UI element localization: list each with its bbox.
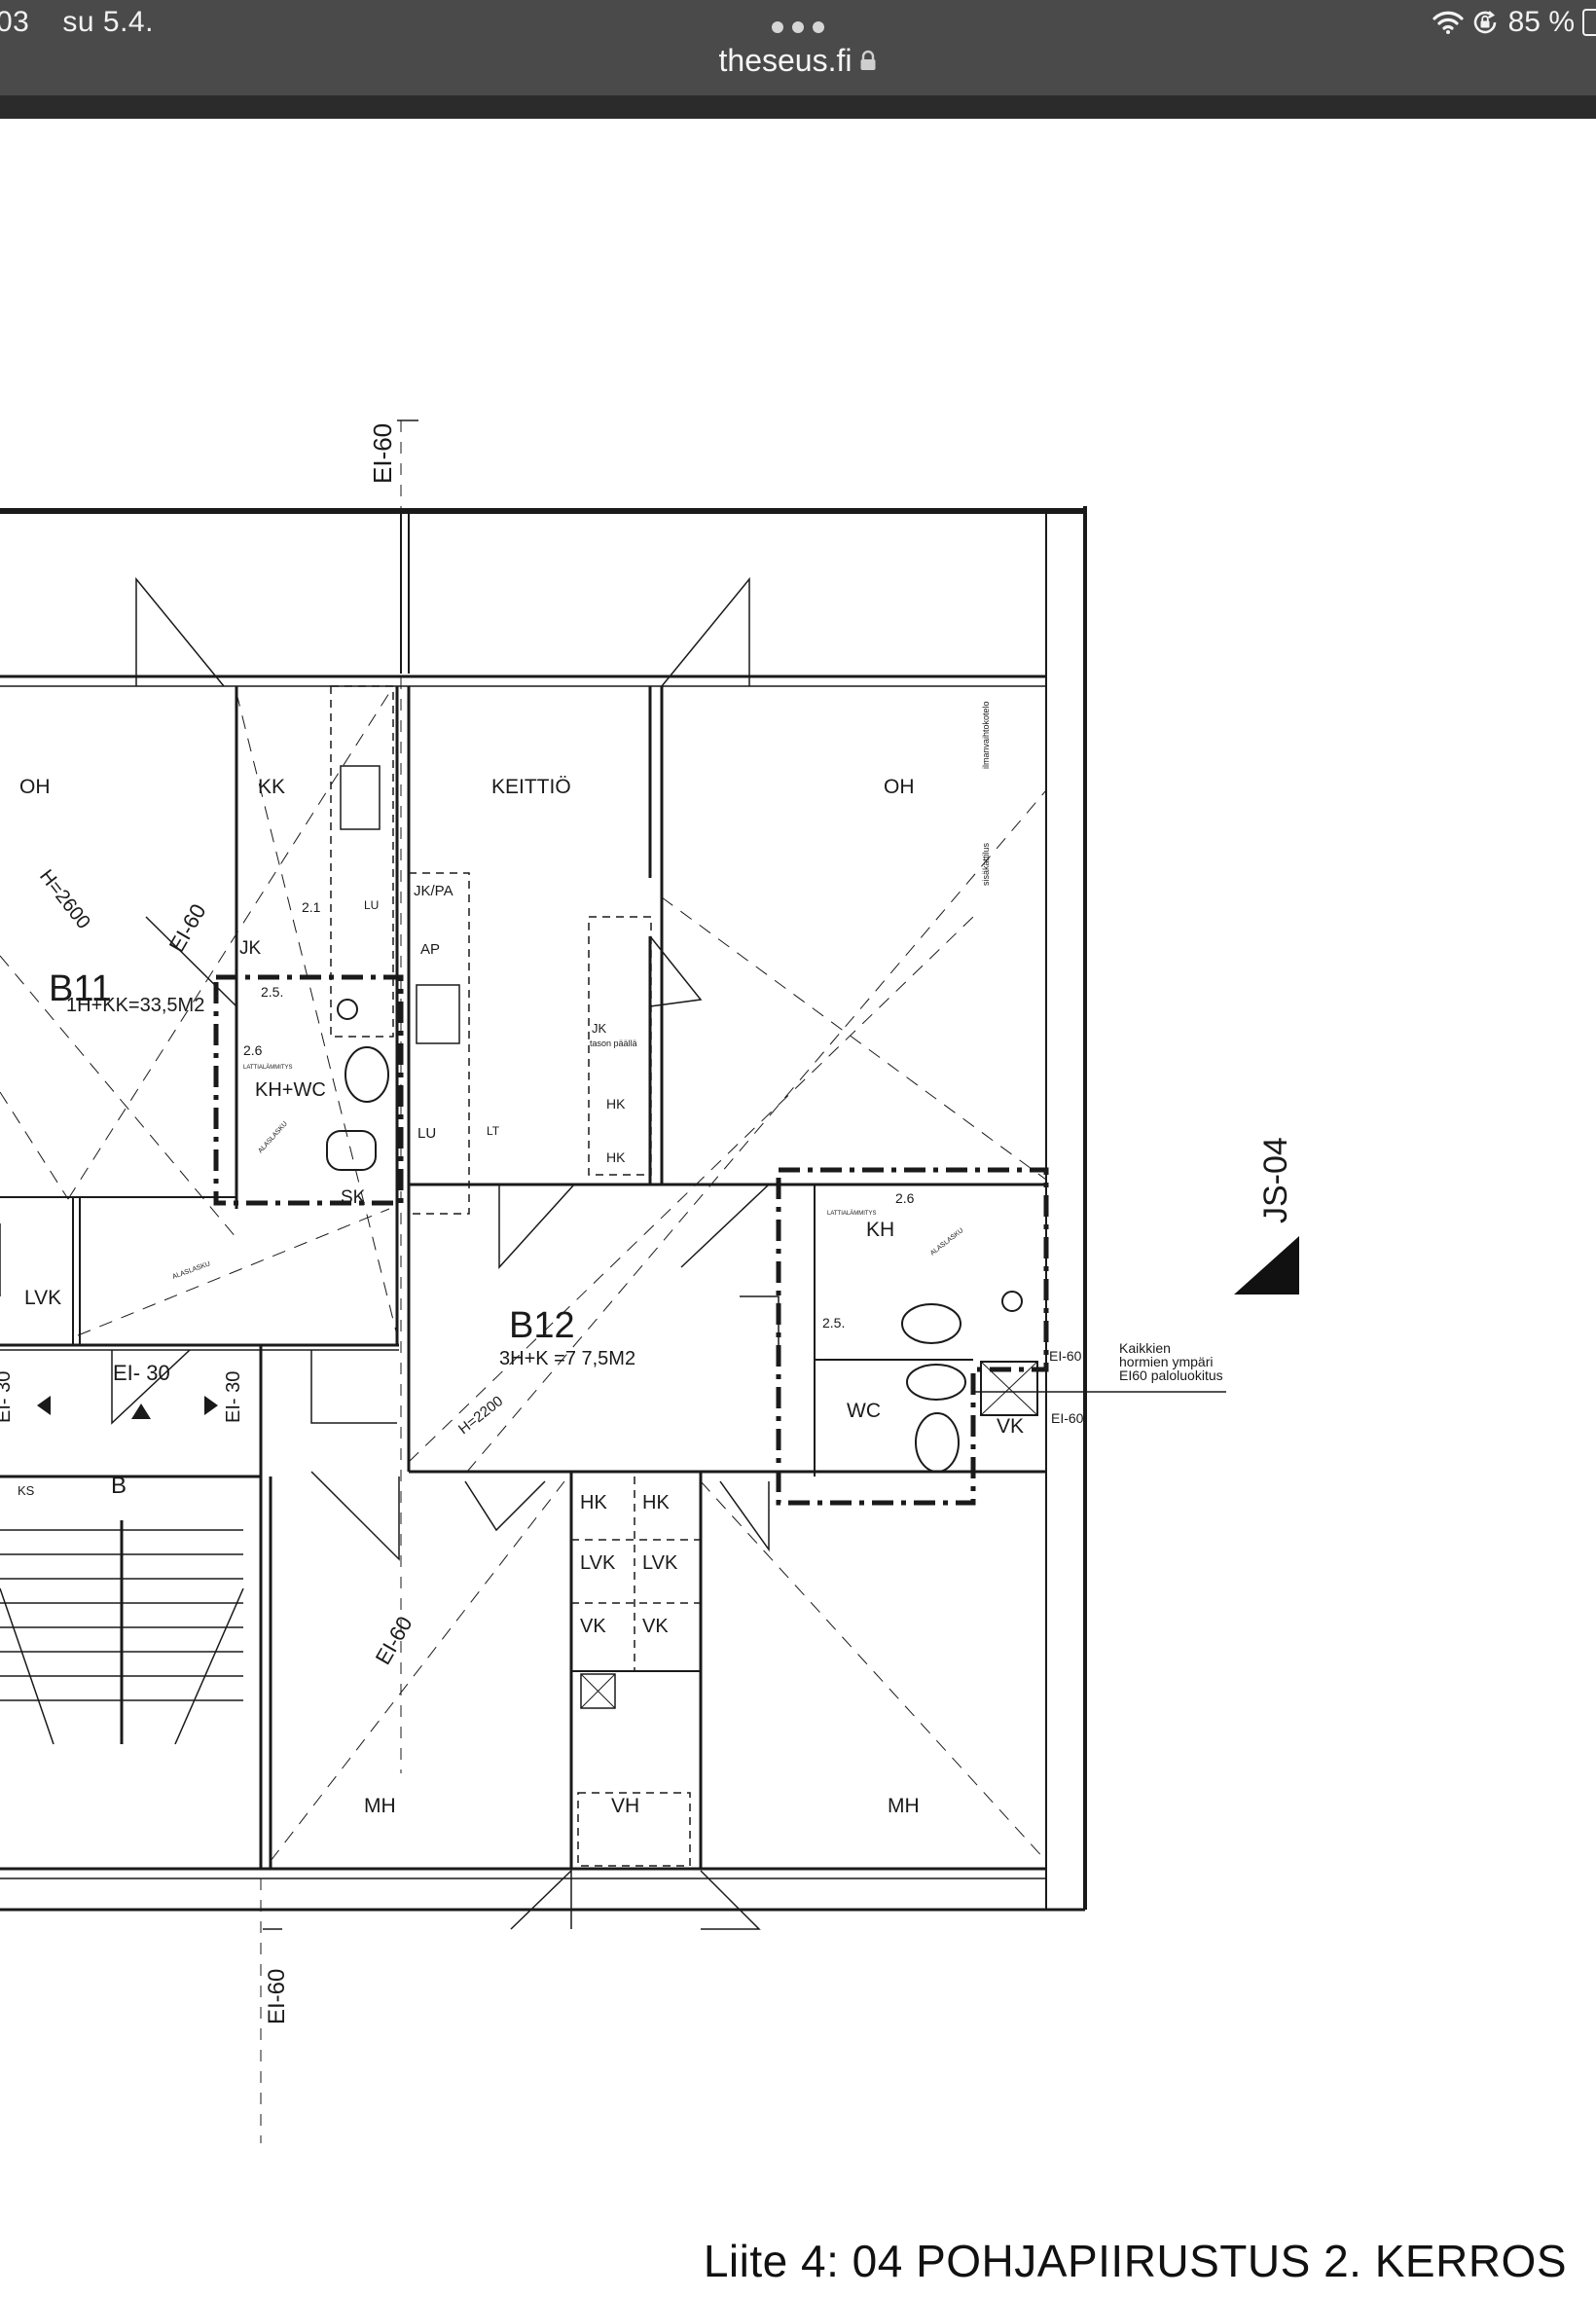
fire-rating-shaft-a: EI-60 [1049,1348,1082,1364]
note-line-2: hormien ympäri [1119,1354,1213,1369]
label-tason-paalla: tason päällä [590,1039,637,1048]
fire-rating-top: EI-60 [368,423,397,484]
closet-label-vk-2: VK [642,1616,669,1637]
room-label-kk: KK [258,776,285,798]
label-jk-b11: JK [239,938,262,959]
label-num-25a: 2.5. [261,984,283,1000]
note-line-3: EI60 paloluokitus [1119,1367,1223,1383]
closet-label-vk-1: VK [580,1616,606,1637]
closet-label-lvk-1: LVK [580,1552,616,1574]
label-lt: LT [487,1124,500,1138]
room-label-oh-left: OH [19,776,51,798]
room-label-lvk-left: LVK [24,1287,61,1309]
status-date: su 5.4. [62,6,154,38]
room-label-mh-left: MH [364,1795,396,1817]
label-alaslasku-a: ALASLASKU [257,1120,289,1154]
fire-rating-stair-right: EI- 30 [223,1371,244,1423]
label-lu-lower: LU [417,1125,436,1142]
fire-rating-shaft-b: EI-60 [1051,1410,1084,1426]
fire-rating-stair-left: EI- 30 [0,1371,15,1423]
label-num-26b: 2.6 [895,1190,915,1206]
apartment-type-b12: 3H+K =7 7,5M2 [499,1348,635,1369]
apartment-height-b11: H=2600 [35,866,94,933]
orientation-lock-icon [1473,11,1496,34]
label-alaslasku-b: ALASLASKU [171,1260,211,1281]
apartment-type-b11: 1H+KK=33,5M2 [66,995,204,1016]
label-lattialammitys-b: LATTIALÄMMITYS [827,1210,877,1217]
label-ilmanvaihto: ilmanvaihtokotelo [981,701,991,769]
label-ap: AP [420,941,440,958]
label-num-25b: 2.5. [822,1315,845,1331]
floor-plan-drawing: EI-60 EI-60 EI- 30 EI- 30 EI- 30 EI-60 E… [0,419,1299,2143]
closet-label-lvk-2: LVK [642,1552,678,1574]
label-alaslasku-c: ALASLASKU [929,1227,965,1258]
room-label-keittio: KEITTIÖ [491,776,571,798]
status-left: 03 su 5.4. [0,6,154,39]
apartment-code-b12: B12 [509,1305,575,1346]
apartment-code-b11: B11 [49,968,112,1009]
fire-rating-b11-wall: EI-60 [164,899,211,956]
label-num-21: 2.1 [302,899,321,915]
closet-label-hk-2: HK [642,1492,670,1513]
url-text: theseus.fi [718,43,852,78]
battery-percentage: 85 % [1507,6,1575,38]
room-label-vh: VH [611,1795,639,1817]
label-hk-kitchen-1: HK [606,1096,626,1112]
room-label-vk-right: VK [997,1415,1024,1438]
address-bar[interactable]: theseus.fi [0,43,1596,79]
room-label-mh-right: MH [888,1795,920,1817]
room-label-kh: KH [866,1219,894,1241]
room-label-stair: B [111,1473,127,1499]
section-marker-label: JS-04 [1257,1137,1294,1223]
label-sisakattilus: sisäkattilus [981,842,991,886]
plan-caption: Liite 4: 04 POHJAPIIRUSTUS 2. KERROS [703,2236,1567,2286]
label-lu-upper: LU [364,898,379,912]
room-label-wc: WC [847,1400,881,1422]
label-jk-tason: JK [592,1021,607,1036]
room-label-oh-right: OH [884,776,915,798]
note-line-1: Kaikkien [1119,1340,1171,1356]
apartment-height-b12: H=2200 [455,1393,506,1438]
fire-rating-lower-wall: EI-60 [371,1612,417,1668]
battery-icon [1582,9,1596,36]
wifi-icon [1433,11,1464,34]
document-page[interactable]: EI-60 EI-60 EI- 30 EI- 30 EI- 30 EI-60 E… [0,119,1596,2297]
label-jk-pa: JK/PA [414,883,453,899]
status-time: 03 [0,6,30,38]
toolbar-separator [0,95,1596,119]
fire-rating-stair-mid: EI- 30 [113,1361,170,1385]
label-num-26a: 2.6 [243,1042,263,1058]
label-ks: KS [18,1483,35,1498]
section-marker-triangle [1234,1236,1299,1294]
closet-label-hk-1: HK [580,1492,607,1513]
more-dots-icon[interactable] [772,21,824,33]
label-sk: SK [341,1187,366,1208]
fire-rating-bottom: EI-60 [264,1969,290,2024]
room-label-kh-wc: KH+WC [255,1079,326,1101]
status-right: 85 % [1433,6,1596,39]
label-lattialammitys-a: LATTIALÄMMITYS [243,1064,293,1071]
lock-icon [860,50,876,70]
label-hk-kitchen-2: HK [606,1149,626,1165]
